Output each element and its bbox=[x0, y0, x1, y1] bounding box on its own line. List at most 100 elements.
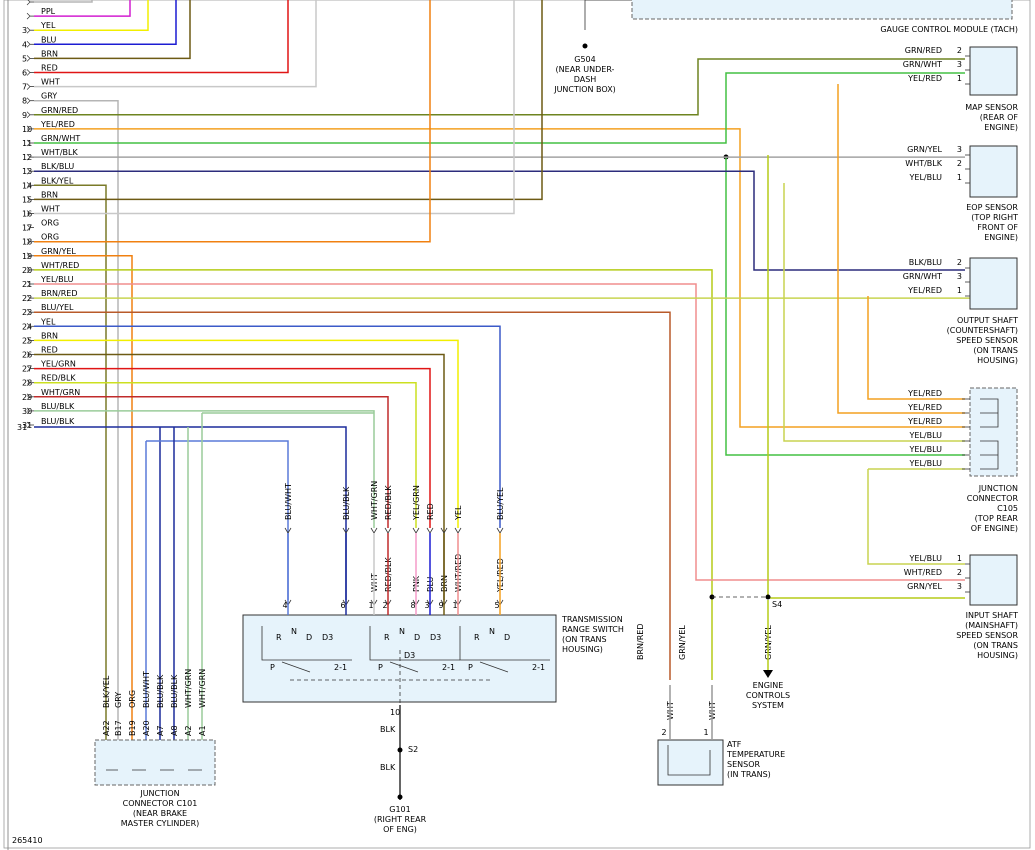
trs-top-wire-label: BLU/BLK bbox=[342, 486, 351, 520]
switch-contact bbox=[389, 661, 419, 673]
map-sensor-label: MAP SENSOR bbox=[965, 103, 1018, 112]
pin-number: 25 bbox=[22, 336, 32, 345]
map-sensor-label: (REAR OF bbox=[980, 113, 1019, 122]
eop-wire-label: YEL/BLU bbox=[909, 173, 943, 182]
ecs-arrow bbox=[763, 670, 773, 678]
input-shaft-sensor-label: (ON TRANS bbox=[973, 641, 1018, 650]
harness-wire bbox=[34, 396, 389, 528]
g504-label: JUNCTION BOX) bbox=[553, 85, 616, 94]
wire-color-label: BRN bbox=[41, 190, 58, 199]
eop-pin-number: 2 bbox=[957, 159, 962, 168]
atf-label: SENSOR bbox=[727, 760, 760, 769]
pin-chevron bbox=[26, 337, 31, 344]
eop-sensor-label: EOP SENSOR bbox=[966, 203, 1018, 212]
trs-pin-number: 2 bbox=[382, 601, 387, 610]
pin-chevron bbox=[26, 252, 31, 260]
atf-pin-number: 1 bbox=[703, 728, 708, 737]
pin-chevron bbox=[26, 266, 31, 274]
c105-wire-label: YEL/RED bbox=[907, 417, 942, 426]
harness-wire bbox=[34, 325, 501, 528]
output-wire-label: GRN/WHT bbox=[903, 272, 942, 281]
wire-color-label: WHT bbox=[41, 78, 60, 87]
g504-label: G504 bbox=[574, 55, 595, 64]
output-shaft-sensor-label: HOUSING) bbox=[977, 356, 1018, 365]
pin-number: 9 bbox=[22, 111, 27, 120]
c101-wire-label: WHT/GRN bbox=[184, 669, 193, 708]
pin-number: 11 bbox=[22, 139, 32, 148]
wire-color-label: BLU/BLK bbox=[41, 402, 75, 411]
c105-wire-label: YEL/BLU bbox=[909, 431, 943, 440]
pin-chevron bbox=[26, 351, 31, 358]
pin-chevron bbox=[26, 224, 31, 231]
c105-wire-label: YEL/BLU bbox=[909, 445, 943, 454]
input-wire-label: YEL/BLU bbox=[909, 554, 943, 563]
wire-color-label: YEL/GRN bbox=[40, 360, 76, 369]
map-wire-label: GRN/RED bbox=[905, 46, 942, 55]
pin-chevron bbox=[26, 153, 31, 161]
switch-position-N: N bbox=[291, 627, 297, 636]
wire-color-label: GRY bbox=[41, 0, 57, 2]
output-pin-number: 3 bbox=[957, 272, 962, 281]
trs-top-wire-label: WHT/GRN bbox=[370, 481, 379, 520]
harness-wire bbox=[34, 381, 417, 528]
pin-number: 23 bbox=[22, 308, 32, 317]
c105-label: C105 bbox=[997, 504, 1018, 513]
c101-label: JUNCTION bbox=[139, 789, 179, 798]
pin-chevron bbox=[26, 41, 31, 48]
pin-chevron bbox=[26, 139, 31, 147]
wire-color-label: YEL bbox=[40, 21, 56, 30]
trs-ground-pin: 10 bbox=[390, 708, 400, 717]
harness-wire bbox=[34, 0, 93, 3]
c101-wire-label: BLU/WHT bbox=[142, 671, 151, 708]
output-pin-number: 2 bbox=[957, 258, 962, 267]
left-harness bbox=[34, 0, 970, 740]
trs-top-wire-label: BLU/YEL bbox=[496, 487, 505, 520]
pin-chevron bbox=[26, 323, 31, 330]
trs-pin-number: 4 bbox=[282, 601, 287, 610]
c101-label: (NEAR BRAKE bbox=[133, 809, 187, 818]
switch-bus bbox=[369, 626, 460, 661]
eop-sensor-label: FRONT OF bbox=[977, 223, 1018, 232]
harness-wire bbox=[34, 0, 289, 74]
switch-position-R: R bbox=[474, 633, 480, 642]
wire-color-label: WHT bbox=[41, 205, 60, 214]
pin-number: 3 bbox=[22, 26, 27, 35]
page-code: 265410 bbox=[12, 836, 43, 845]
harness-wire bbox=[34, 339, 459, 528]
switch-position-N: N bbox=[489, 627, 495, 636]
pin-number: 21 bbox=[22, 280, 32, 289]
wire-color-label: GRN/RED bbox=[41, 106, 78, 115]
c105-box bbox=[969, 387, 1018, 477]
input-shaft-sensor-label: HOUSING) bbox=[977, 651, 1018, 660]
harness-wire bbox=[767, 155, 965, 599]
trs-top-wire-label: YEL bbox=[454, 505, 463, 521]
wire-color-label: WHT/RED bbox=[41, 261, 79, 270]
input-shaft-sensor-box bbox=[969, 554, 1018, 606]
pin-chevron bbox=[26, 421, 31, 429]
harness-wire bbox=[34, 0, 317, 88]
switch-bus bbox=[459, 626, 550, 661]
input-shaft-sensor-label: (MAINSHAFT) bbox=[965, 621, 1018, 630]
c101-pin-number: B17 bbox=[114, 720, 123, 736]
trs-label: TRANSMISSION bbox=[561, 615, 623, 624]
ecs-label: SYSTEM bbox=[752, 701, 784, 710]
harness-wire bbox=[34, 99, 119, 740]
pin-number: 31 bbox=[17, 423, 27, 432]
atf-sensor-box bbox=[657, 739, 724, 786]
splice-s4-label: S4 bbox=[772, 600, 782, 609]
c101-wire-label: BLU/BLK bbox=[156, 674, 165, 708]
g101-label: G101 bbox=[389, 805, 410, 814]
output-wire-label: BLK/BLU bbox=[909, 258, 942, 267]
c101-wire-label: ORG bbox=[128, 690, 137, 708]
wire-color-label: WHT/GRN bbox=[41, 388, 80, 397]
pin-number: 15 bbox=[22, 195, 32, 204]
pin-number: 5 bbox=[22, 54, 27, 63]
wire-color-label: RED bbox=[41, 64, 58, 73]
trs-label: RANGE SWITCH bbox=[562, 625, 624, 634]
wire-color-label: BLK/YEL bbox=[41, 176, 74, 185]
output-shaft-sensor-label: (ON TRANS bbox=[973, 346, 1018, 355]
pin-chevron bbox=[26, 83, 31, 90]
atf-pin-number: 2 bbox=[661, 728, 666, 737]
harness-wire bbox=[34, 255, 133, 740]
harness-wire bbox=[725, 157, 965, 456]
